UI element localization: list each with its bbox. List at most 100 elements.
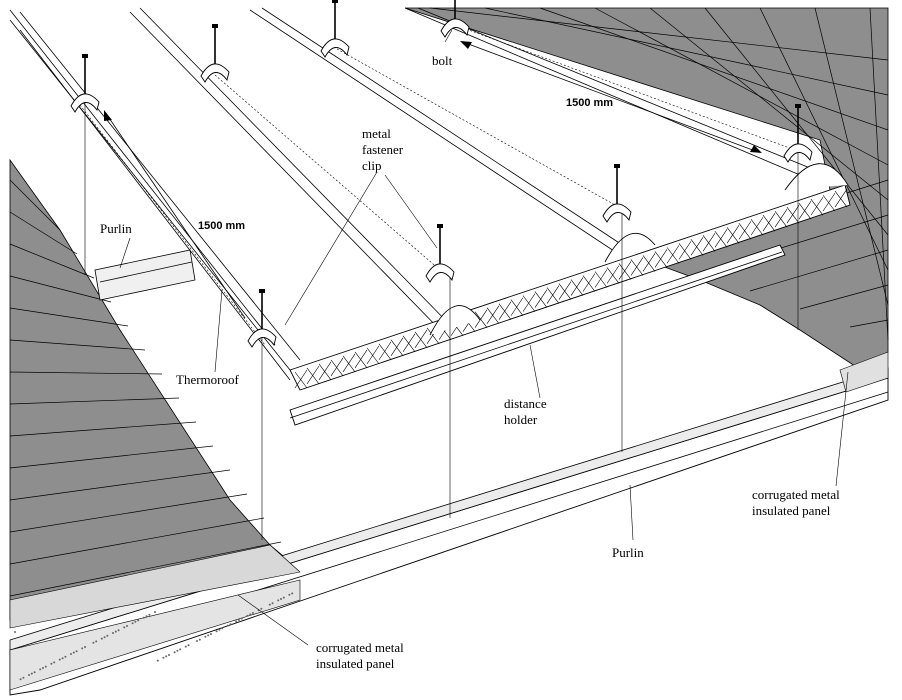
lattice-strut	[534, 291, 548, 308]
insulation-speck	[165, 655, 168, 658]
insulation-speck	[114, 630, 117, 633]
insulation-speck	[280, 598, 282, 600]
label-bolt: bolt	[432, 53, 453, 68]
lattice-strut	[774, 211, 788, 228]
insulation-speck	[168, 654, 170, 656]
lattice-strut	[474, 309, 488, 328]
lattice-strut	[474, 311, 488, 328]
panel-rib	[539, 7, 889, 131]
lattice-strut	[402, 333, 416, 352]
insulation-speck	[268, 603, 271, 606]
insulation-speck	[238, 619, 240, 621]
insulation-speck	[81, 647, 84, 650]
lattice-strut	[342, 355, 356, 373]
purlin-top-beam	[94, 249, 196, 301]
panel-rib	[9, 371, 163, 375]
panel-rib	[849, 319, 889, 328]
insulation-speck	[19, 678, 22, 681]
label-panel-left-line1: corrugated metal	[316, 640, 404, 655]
dimension-arrow-left	[104, 110, 246, 319]
insulation-speck	[156, 659, 159, 662]
insulation-speck	[14, 631, 16, 633]
insulation-speck	[33, 671, 36, 674]
panel-rib	[9, 397, 180, 405]
lattice-strut	[498, 301, 512, 320]
panel-rib	[9, 421, 197, 437]
lattice-strut	[738, 223, 752, 240]
panel-rib	[9, 469, 231, 501]
lattice-strut	[426, 327, 440, 344]
clip-body	[602, 203, 632, 223]
insulation-speck	[145, 615, 148, 618]
insulation-speck	[28, 674, 30, 676]
lattice-strut	[390, 337, 404, 357]
lattice-strut	[678, 243, 692, 260]
purlin-bottom-beam	[9, 351, 889, 696]
fastener-clip	[320, 0, 350, 58]
panel-rib	[759, 7, 889, 271]
lattice-strut	[510, 299, 524, 316]
lattice-strut	[762, 215, 776, 232]
insulation-speck	[30, 672, 33, 675]
lattice-strut	[582, 275, 596, 292]
fastener-clip	[200, 24, 230, 83]
insulation-speck	[53, 661, 56, 664]
insulation-speck	[64, 655, 67, 658]
lattice-strut	[642, 253, 656, 272]
label-clip-line3: clip	[362, 158, 382, 173]
thermoroof-edge-lattice	[289, 163, 851, 391]
insulation-speck	[42, 667, 44, 669]
lattice-strut	[702, 233, 716, 252]
panel-rib	[9, 541, 282, 597]
lattice-strut	[594, 271, 608, 288]
lattice-strut	[726, 227, 740, 244]
fastener-clips	[70, 0, 813, 348]
lattice-strut	[786, 206, 800, 224]
lattice-strut	[570, 279, 584, 296]
bolt-head	[437, 224, 443, 228]
insulation-speck	[106, 634, 109, 637]
lattice-strut	[606, 265, 620, 284]
label-panel-right-line1: corrugated metal	[752, 487, 840, 502]
label-panel-left-line2: insulated panel	[316, 656, 395, 671]
insulation-speck	[44, 665, 47, 668]
insulation-speck	[103, 636, 106, 639]
insulation-speck	[72, 651, 75, 654]
lattice-strut	[762, 213, 776, 232]
insulation-speck	[187, 644, 190, 647]
lattice-strut	[498, 303, 512, 320]
insulation-speck	[173, 651, 176, 654]
insulation-speck	[84, 646, 86, 648]
panel-rib	[9, 339, 146, 351]
fastener-clip	[783, 104, 813, 163]
lattice-strut	[318, 361, 332, 381]
lattice-strut	[798, 200, 812, 220]
lattice-strut	[534, 289, 548, 308]
insulation-speck	[210, 633, 212, 635]
clip-body	[440, 18, 470, 38]
clip-body	[783, 143, 813, 163]
label-thermoroof: Thermoroof	[176, 372, 239, 387]
clip-body	[200, 63, 230, 83]
insulation-speck	[95, 640, 98, 643]
lattice-strut	[522, 295, 536, 312]
panel-rib	[9, 243, 95, 279]
fastener-clip	[70, 54, 100, 113]
label-dimension-right: 1500 mm	[566, 97, 613, 109]
insulation-speck	[75, 650, 78, 653]
insulation-speck	[131, 622, 134, 625]
dimension-arrow-right	[460, 41, 762, 153]
panel-rib	[9, 211, 78, 255]
lattice-strut	[294, 369, 308, 389]
label-clip-line2: fastener	[362, 142, 404, 157]
insulation-speck	[112, 632, 114, 634]
insulation-speck	[240, 617, 243, 620]
insulation-speck	[288, 593, 291, 596]
insulation-speck	[58, 658, 61, 661]
lattice-strut	[690, 239, 704, 256]
panel-rib	[9, 445, 214, 469]
clip-body	[425, 263, 455, 283]
lattice-strut	[798, 202, 812, 220]
